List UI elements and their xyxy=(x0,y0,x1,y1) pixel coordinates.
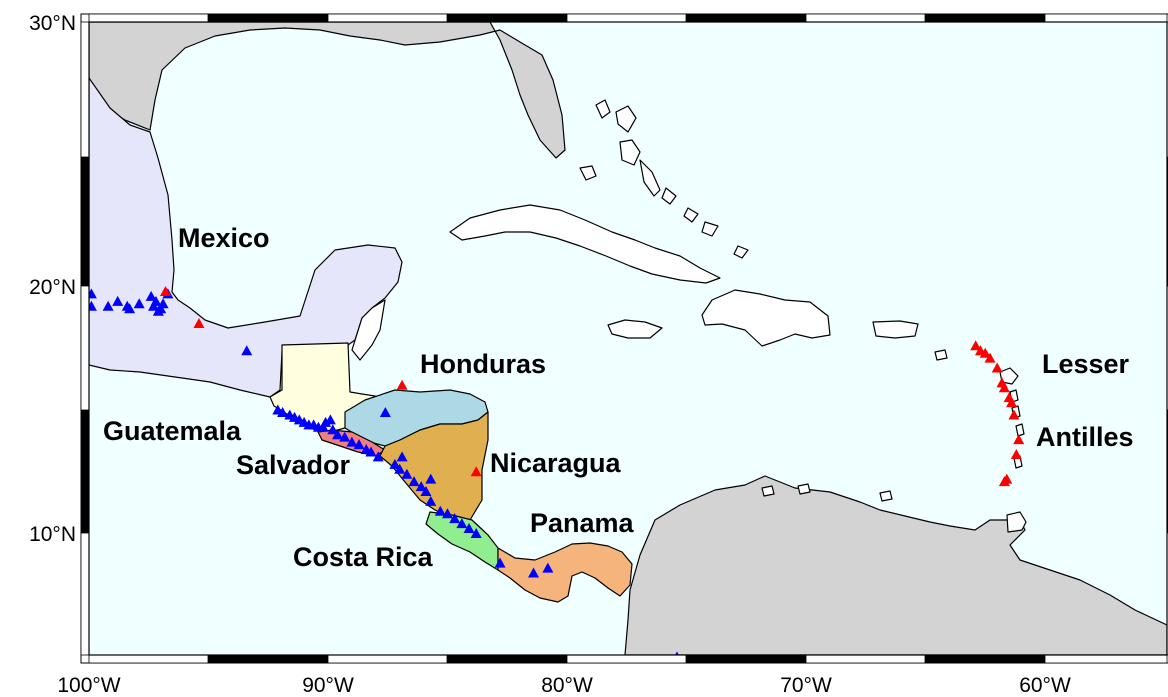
red-volcano-marker xyxy=(984,352,996,363)
red-volcano-marker xyxy=(970,340,982,351)
red-volcano-marker xyxy=(1006,397,1018,408)
blue-volcano-marker xyxy=(420,486,432,497)
blue-volcano-marker xyxy=(415,481,427,492)
blue-volcano-marker xyxy=(365,446,377,457)
blue-volcano-marker xyxy=(324,414,336,425)
blue-volcano-marker xyxy=(89,300,97,311)
label-honduras: Honduras xyxy=(420,349,546,379)
lon-tick-90w: 90°W xyxy=(302,674,354,697)
blue-volcano-marker xyxy=(102,300,114,311)
red-volcano-marker xyxy=(470,466,482,477)
blue-volcano-marker xyxy=(425,495,437,506)
label-panama: Panama xyxy=(530,508,635,538)
blue-volcano-marker xyxy=(89,288,97,299)
red-volcano-marker xyxy=(159,285,171,296)
red-volcano-marker xyxy=(1010,448,1022,459)
red-volcano-marker xyxy=(979,347,991,358)
blue-volcano-marker xyxy=(425,473,437,484)
blue-volcano-marker xyxy=(494,557,506,568)
blue-volcano-marker xyxy=(372,451,384,462)
nicaragua-landmass xyxy=(379,411,489,521)
label-antilles: Antilles xyxy=(1036,422,1134,452)
red-volcano-marker xyxy=(1013,434,1025,445)
blue-volcano-marker xyxy=(241,345,253,356)
panama-landmass xyxy=(497,542,633,603)
blue-volcano-marker xyxy=(332,429,344,440)
blue-volcano-marker xyxy=(463,523,475,534)
blue-volcano-marker xyxy=(327,424,339,435)
blue-volcano-marker xyxy=(396,451,408,462)
costa-rica-landmass xyxy=(425,511,499,571)
label-costa-rica: Costa Rica xyxy=(293,542,434,572)
lon-tick-70w: 70°W xyxy=(780,674,832,697)
lon-tick-100w: 100°W xyxy=(57,674,120,697)
blue-volcano-marker xyxy=(112,295,124,306)
belize-coast xyxy=(351,299,386,361)
blue-volcano-marker xyxy=(470,528,482,538)
blue-volcano-marker xyxy=(449,513,461,524)
red-volcano-marker xyxy=(1008,409,1020,420)
map-frame xyxy=(80,13,1168,664)
bahamas-islands xyxy=(579,99,749,259)
lat-tick-10: 10°N xyxy=(29,523,76,546)
blue-volcano-marker xyxy=(528,567,540,578)
axis-labels: 30°N 20°N 10°N 100°W 90°W 80°W 70°W 60°W xyxy=(29,12,1071,697)
blue-volcano-marker xyxy=(442,508,453,519)
red-volcano-marker xyxy=(998,476,1010,487)
red-volcano-marker xyxy=(193,318,205,329)
trinidad-island xyxy=(1006,511,1027,533)
usa-landmass xyxy=(89,22,566,159)
south-america-landmass xyxy=(624,475,1167,655)
blue-volcano-marker xyxy=(277,406,289,417)
blue-volcano-marker xyxy=(379,406,391,417)
blue-volcano-marker xyxy=(389,458,401,469)
label-mexico: Mexico xyxy=(178,223,270,253)
blue-volcano-marker xyxy=(124,303,136,314)
blue-volcano-marker xyxy=(346,436,358,447)
blue-volcano-marker xyxy=(542,562,554,573)
cuba-island xyxy=(449,204,721,284)
blue-volcano-marker xyxy=(434,505,446,516)
country-labels: Mexico Honduras Guatemala Salvador Nicar… xyxy=(103,223,1134,572)
label-guatemala: Guatemala xyxy=(103,416,242,446)
blue-volcano-marker xyxy=(157,298,169,309)
lon-tick-80w: 80°W xyxy=(541,674,593,697)
puerto-rico-island xyxy=(872,320,919,339)
blue-volcano-marker xyxy=(133,298,145,309)
blue-volcano-marker xyxy=(401,468,413,479)
jamaica-island xyxy=(607,319,663,339)
red-volcano-marker xyxy=(998,382,1010,393)
red-volcano-marker xyxy=(991,362,1003,373)
hispaniola-island xyxy=(701,289,831,347)
blue-volcano-marker xyxy=(145,290,157,301)
blue-volcano-marker xyxy=(394,463,406,474)
blue-volcano-marker xyxy=(408,476,420,487)
label-nicaragua: Nicaragua xyxy=(490,448,622,478)
blue-volcano-marker xyxy=(456,518,468,529)
blue-volcano-marker xyxy=(339,431,351,442)
mexico-landmass xyxy=(89,77,403,398)
lat-tick-20: 20°N xyxy=(29,276,76,299)
blue-volcano-marker xyxy=(675,651,679,655)
lon-tick-60w: 60°W xyxy=(1019,674,1071,697)
label-salvador: Salvador xyxy=(236,450,351,480)
blue-volcano-marker xyxy=(353,439,365,450)
lat-tick-30: 30°N xyxy=(29,12,76,35)
label-lesser: Lesser xyxy=(1042,349,1130,379)
abc-islands xyxy=(761,483,893,502)
red-volcano-marker xyxy=(396,379,408,390)
blue-volcano-marker xyxy=(150,295,162,306)
